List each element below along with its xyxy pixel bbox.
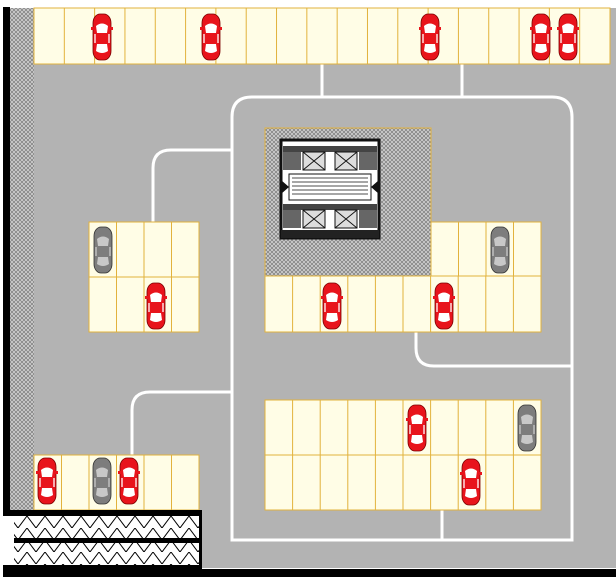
stall-block-core-island-top — [430, 221, 542, 277]
stall-block-top-row — [33, 7, 611, 65]
stall-block-core-island-bottom — [264, 275, 542, 333]
car-red-icon — [118, 457, 140, 505]
outer-wall-left — [3, 6, 10, 569]
lane-lower-left — [130, 390, 234, 457]
car-red-icon — [145, 282, 167, 330]
lane-core-exit — [414, 330, 574, 368]
stall-block-lower-left-row — [33, 454, 200, 511]
car-red-icon — [419, 13, 441, 61]
top-edge — [3, 0, 616, 7]
lane-loop — [230, 95, 574, 542]
stall-block-lower-right-island — [264, 399, 542, 511]
car-red-icon — [406, 404, 428, 452]
lane-left-island — [151, 148, 234, 224]
car-red-icon — [321, 282, 343, 330]
car-red-icon — [200, 13, 222, 61]
parking-stalls — [33, 7, 611, 511]
outer-wall-bottom — [3, 569, 616, 577]
car-red-icon — [433, 282, 455, 330]
ramp-icon — [3, 510, 202, 569]
left-hatched-wall — [10, 8, 34, 510]
lane-markings — [130, 62, 574, 542]
car-red-icon — [91, 13, 113, 61]
car-gray-icon — [517, 404, 537, 452]
car-red-icon — [557, 13, 579, 61]
lane-connector-top — [320, 62, 464, 99]
car-red-icon — [36, 457, 58, 505]
car-gray-icon — [92, 457, 112, 505]
car-red-icon — [460, 458, 482, 506]
car-gray-icon — [490, 226, 510, 274]
car-gray-icon — [93, 226, 113, 274]
elevator-core-icon — [279, 138, 381, 240]
car-red-icon — [530, 13, 552, 61]
